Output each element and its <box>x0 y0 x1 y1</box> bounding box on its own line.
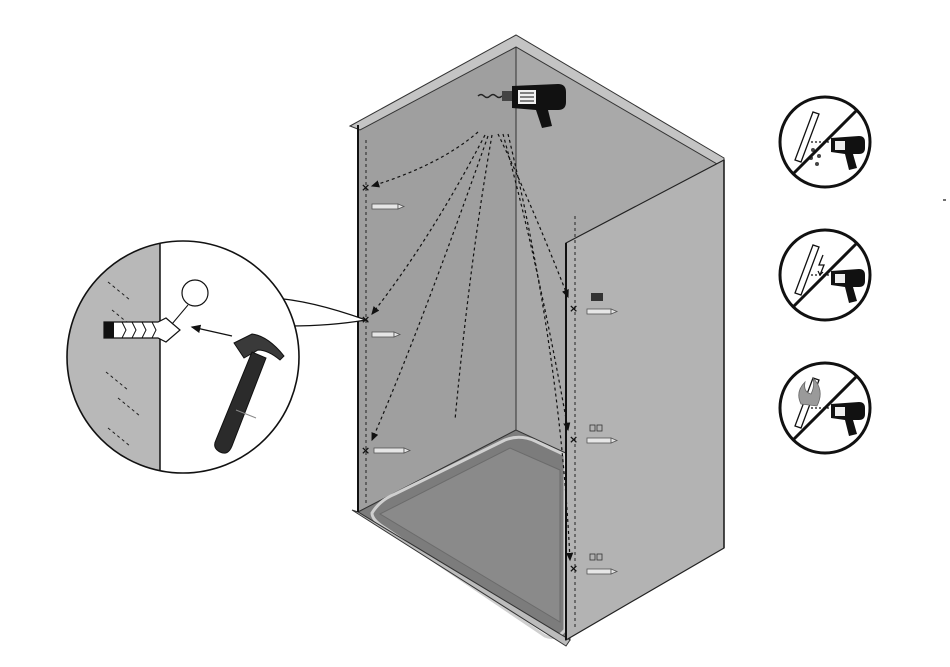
wall-tag <box>591 293 603 301</box>
svg-text:×: × <box>361 444 370 457</box>
warning-no-drilling-electric-cable <box>780 230 870 320</box>
wall-anchor-icon <box>104 318 180 342</box>
svg-text:×: × <box>361 181 370 194</box>
detail-marker-circle <box>182 280 208 306</box>
detail-callout <box>60 230 366 490</box>
svg-text:×: × <box>569 433 578 446</box>
warning-no-drilling-gas-pipe <box>780 363 870 453</box>
wall-anchor-icon <box>372 332 400 337</box>
shower-enclosure <box>350 35 724 646</box>
svg-text:×: × <box>569 562 578 575</box>
svg-text:×: × <box>569 302 578 315</box>
warning-no-drilling-water-pipe <box>780 97 870 187</box>
detail-wall <box>60 230 160 490</box>
right-wall <box>566 160 724 640</box>
wall-anchor-icon <box>587 569 617 574</box>
wall-anchor-icon <box>587 438 617 443</box>
wall-anchor-icon <box>374 448 410 453</box>
wall-anchor-icon <box>587 309 617 314</box>
wall-anchor-icon <box>372 204 404 209</box>
